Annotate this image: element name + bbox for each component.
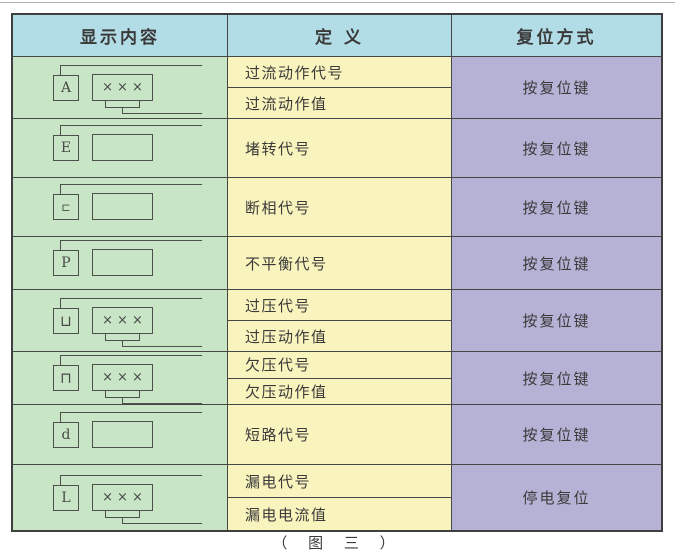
connector-u-line bbox=[105, 391, 140, 398]
table-row: E 堵转代号 按复位键 bbox=[13, 119, 661, 178]
reset-cell: 按复位键 bbox=[452, 237, 661, 290]
definition-cell: 漏电代号 漏电电流值 bbox=[228, 465, 452, 530]
definition-cell: 短路代号 bbox=[228, 405, 452, 465]
definition-cell: 堵转代号 bbox=[228, 119, 452, 178]
code-box: P bbox=[53, 250, 79, 276]
display-cell: P bbox=[13, 237, 228, 290]
reset-cell: 按复位键 bbox=[452, 290, 661, 352]
display-code-icon: P bbox=[35, 237, 205, 289]
display-code-icon: E bbox=[35, 122, 205, 174]
connector-drop-line bbox=[122, 398, 202, 404]
fault-display-table: 显示内容 定 义 复位方式 A ××× 过流动作代号 过流动作值 按复位键 E bbox=[11, 13, 663, 532]
display-cell: A ××× bbox=[13, 57, 228, 119]
definition-text: 漏电电流值 bbox=[245, 505, 328, 524]
display-cell: ⊏ bbox=[13, 178, 228, 237]
code-box: ⊏ bbox=[53, 194, 79, 220]
reset-cell: 按复位键 bbox=[452, 119, 661, 178]
value-box bbox=[92, 420, 153, 448]
connector-u-line bbox=[105, 510, 140, 518]
connector-top-line bbox=[60, 355, 202, 365]
connector-top-line bbox=[60, 297, 202, 308]
display-alternation-icon: ⊓ ××× bbox=[35, 352, 205, 404]
display-cell: L ××× bbox=[13, 465, 228, 530]
definition-text: 短路代号 bbox=[245, 426, 312, 444]
code-box: E bbox=[53, 135, 79, 161]
display-code-icon: ⊏ bbox=[35, 181, 205, 233]
table-row: A ××× 过流动作代号 过流动作值 按复位键 bbox=[13, 57, 661, 119]
reset-cell: 按复位键 bbox=[452, 405, 661, 465]
display-cell: ⊓ ××× bbox=[13, 352, 228, 405]
definition-text: 过压动作值 bbox=[245, 327, 328, 346]
connector-u-line bbox=[105, 333, 140, 341]
code-box: ⊓ bbox=[53, 365, 79, 391]
definition-cell: 过流动作代号 过流动作值 bbox=[228, 57, 452, 119]
table-row: L ××× 漏电代号 漏电电流值 停电复位 bbox=[13, 465, 661, 530]
definition-text: 断相代号 bbox=[245, 198, 312, 217]
definition-cell: 断相代号 bbox=[228, 178, 452, 237]
header-cell-reset: 复位方式 bbox=[452, 15, 661, 57]
value-box bbox=[92, 193, 153, 220]
value-box bbox=[92, 134, 153, 161]
display-alternation-icon: ⊔ ××× bbox=[35, 295, 205, 347]
table-row: P 不平衡代号 按复位键 bbox=[13, 237, 661, 290]
code-box: d bbox=[53, 421, 79, 448]
code-box: A bbox=[53, 74, 79, 101]
page-rule-line bbox=[0, 2, 675, 3]
table-header-row: 显示内容 定 义 复位方式 bbox=[13, 15, 661, 57]
reset-cell: 按复位键 bbox=[452, 57, 661, 119]
connector-top-line bbox=[60, 184, 202, 194]
connector-top-line bbox=[60, 125, 202, 135]
reset-cell: 按复位键 bbox=[452, 352, 661, 405]
definition-text: 过压代号 bbox=[228, 290, 451, 321]
definition-text: 堵转代号 bbox=[245, 139, 312, 158]
display-alternation-icon: A ××× bbox=[35, 62, 205, 114]
connector-top-line bbox=[60, 411, 202, 422]
table-row: ⊔ ××× 过压代号 过压动作值 按复位键 bbox=[13, 290, 661, 352]
connector-drop-line bbox=[122, 340, 202, 347]
value-box bbox=[92, 249, 153, 276]
display-cell: ⊔ ××× bbox=[13, 290, 228, 352]
definition-text: 欠压代号 bbox=[228, 352, 451, 379]
definition-text: 不平衡代号 bbox=[245, 254, 328, 273]
connector-drop-line bbox=[122, 107, 202, 114]
connector-u-line bbox=[105, 100, 140, 108]
connector-drop-line bbox=[122, 517, 202, 524]
connector-top-line bbox=[60, 474, 202, 485]
definition-text: 漏电代号 bbox=[228, 465, 451, 498]
value-box: ××× bbox=[92, 364, 153, 391]
reset-cell: 按复位键 bbox=[452, 178, 661, 237]
definition-cell: 欠压代号 欠压动作值 bbox=[228, 352, 452, 405]
display-cell: d bbox=[13, 405, 228, 465]
display-code-icon: d bbox=[35, 409, 205, 461]
definition-text: 欠压动作值 bbox=[245, 382, 328, 401]
code-box: L bbox=[53, 484, 79, 511]
definition-text: 过流动作值 bbox=[245, 94, 328, 113]
value-box: ××× bbox=[92, 483, 153, 511]
definition-cell: 过压代号 过压动作值 bbox=[228, 290, 452, 352]
header-cell-display: 显示内容 bbox=[13, 15, 228, 57]
value-box: ××× bbox=[92, 306, 153, 334]
connector-top-line bbox=[60, 64, 202, 75]
table-row: d 短路代号 按复位键 bbox=[13, 405, 661, 465]
table-row: ⊓ ××× 欠压代号 欠压动作值 按复位键 bbox=[13, 352, 661, 405]
header-cell-definition: 定 义 bbox=[228, 15, 452, 57]
reset-cell: 停电复位 bbox=[452, 465, 661, 530]
display-cell: E bbox=[13, 119, 228, 178]
code-box: ⊔ bbox=[53, 307, 79, 334]
figure-caption: （ 图 三 ） bbox=[272, 534, 403, 552]
display-alternation-icon: L ××× bbox=[35, 472, 205, 524]
connector-top-line bbox=[60, 240, 202, 250]
definition-cell: 不平衡代号 bbox=[228, 237, 452, 290]
definition-text: 过流动作代号 bbox=[228, 57, 451, 88]
value-box: ××× bbox=[92, 73, 153, 101]
table-row: ⊏ 断相代号 按复位键 bbox=[13, 178, 661, 237]
